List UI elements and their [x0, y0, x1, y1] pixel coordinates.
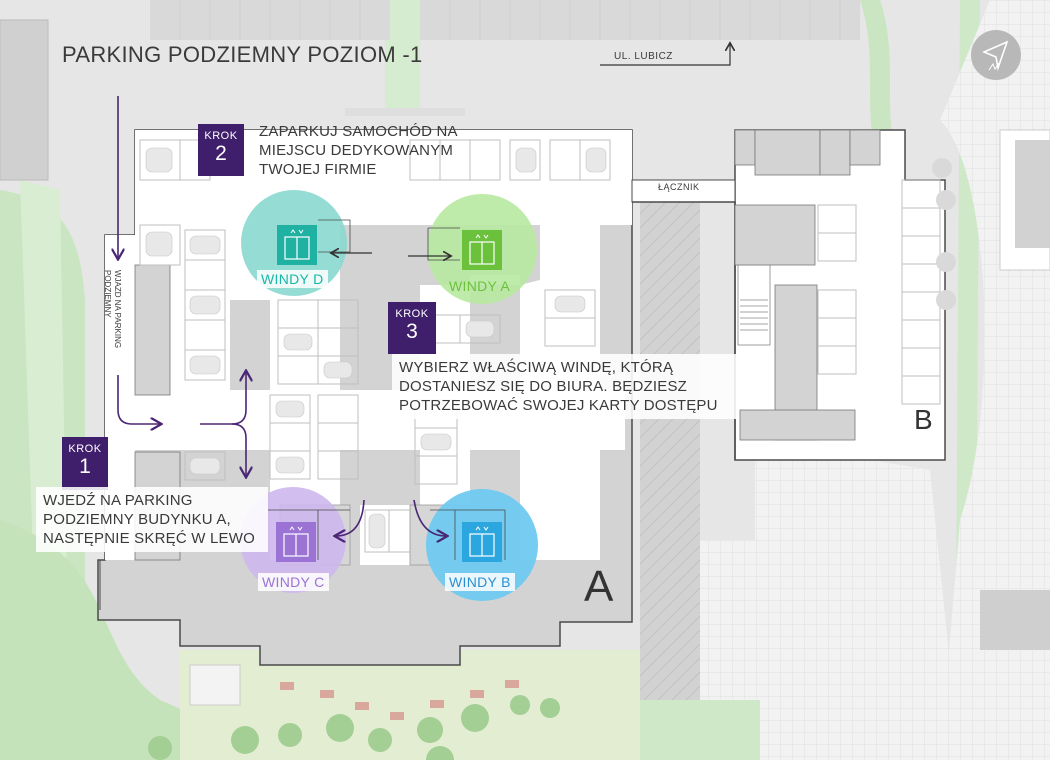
building-left [0, 19, 49, 181]
building-a-label: A [584, 562, 614, 611]
elevator-b-icon[interactable] [462, 522, 502, 562]
step-2-badge: KROK 2 [198, 124, 244, 176]
map-title: PARKING PODZIEMNY POZIOM -1 [62, 42, 423, 67]
parking-bays-b [817, 179, 941, 405]
step-3-text: WYBIERZ WŁAŚCIWĄ WINDĘ, KTÓRĄ DOSTANIESZ… [392, 354, 736, 419]
step-1-text: WJEDŹ NA PARKING PODZIEMNY BUDYNKU A, NA… [36, 487, 268, 552]
street-label: UL. LUBICZ [614, 51, 673, 62]
entrance-label: WJAZD NA PARKING PODZIEMNY [103, 270, 122, 349]
entrance-ramp [134, 264, 171, 396]
step-1-number: 1 [79, 455, 91, 478]
elevator-c-icon[interactable] [276, 522, 316, 562]
parked-cars [145, 147, 607, 549]
step-2-krok: KROK [204, 130, 238, 142]
step-2-number: 2 [215, 142, 227, 165]
step-3-number: 3 [406, 320, 418, 343]
elevator-b-label: WINDY B [445, 573, 515, 591]
elevator-d-icon[interactable] [277, 225, 317, 265]
stairs-b [737, 264, 771, 346]
elevator-a-label: WINDY A [449, 278, 510, 294]
step-1-krok: KROK [68, 443, 102, 455]
step-3-badge: KROK 3 [388, 302, 436, 354]
building-b-label: B [914, 404, 933, 435]
ramp-pavement [640, 200, 700, 700]
elevator-d-label: WINDY D [257, 270, 328, 288]
step-1-badge: KROK 1 [62, 437, 108, 490]
step-3-krok: KROK [395, 308, 429, 320]
connector-label: ŁĄCZNIK [658, 182, 700, 192]
parking-bays-a [139, 139, 611, 553]
north-arrow-icon [971, 30, 1021, 80]
elevator-a-icon[interactable] [462, 230, 502, 270]
street-pointer [600, 44, 730, 66]
route-arrows [118, 96, 446, 536]
step-2-text: ZAPARKUJ SAMOCHÓD NA MIEJSCU DEDYKOWANYM… [259, 123, 457, 178]
elevator-c-label: WINDY C [258, 573, 329, 591]
